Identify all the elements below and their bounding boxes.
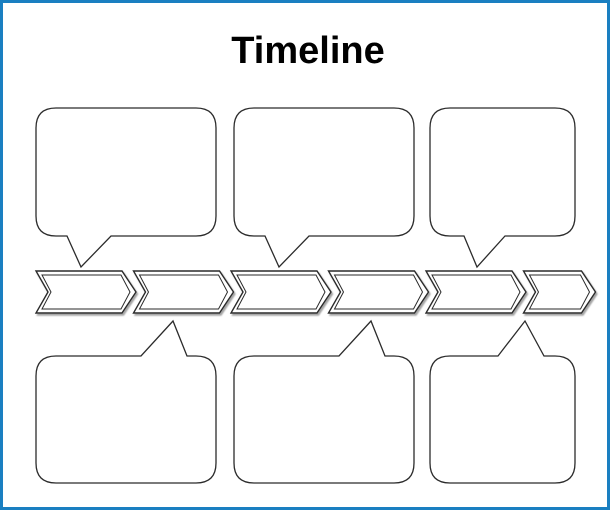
timeline-arrow-5-bevel: [431, 274, 521, 310]
top-callout-2[interactable]: [233, 107, 415, 269]
timeline-arrow-2-bevel: [138, 274, 229, 310]
timeline-arrow-6: [522, 270, 597, 314]
timeline-arrow-4: [327, 270, 430, 314]
timeline-diagram: [34, 107, 597, 484]
timeline-arrow-1-bevel: [41, 274, 131, 310]
top-callout-1[interactable]: [35, 107, 217, 269]
page-title: Timeline: [231, 30, 385, 72]
timeline-arrow-3-bevel: [236, 274, 326, 310]
bottom-callout-1[interactable]: [35, 319, 217, 484]
bottom-callout-2[interactable]: [233, 319, 415, 484]
bottom-callouts: [35, 319, 576, 484]
timeline-arrow-6-bevel: [528, 274, 591, 310]
timeline-arrow-3: [229, 270, 332, 314]
timeline-arrow-1: [34, 270, 137, 314]
timeline-arrow-4-bevel: [333, 274, 424, 310]
bottom-callout-3[interactable]: [429, 319, 576, 484]
timeline-arrow-chain: [34, 270, 597, 314]
timeline-arrow-5: [424, 270, 527, 314]
top-callout-3[interactable]: [429, 107, 576, 269]
top-callouts: [35, 107, 576, 269]
timeline-arrow-2: [132, 270, 235, 314]
